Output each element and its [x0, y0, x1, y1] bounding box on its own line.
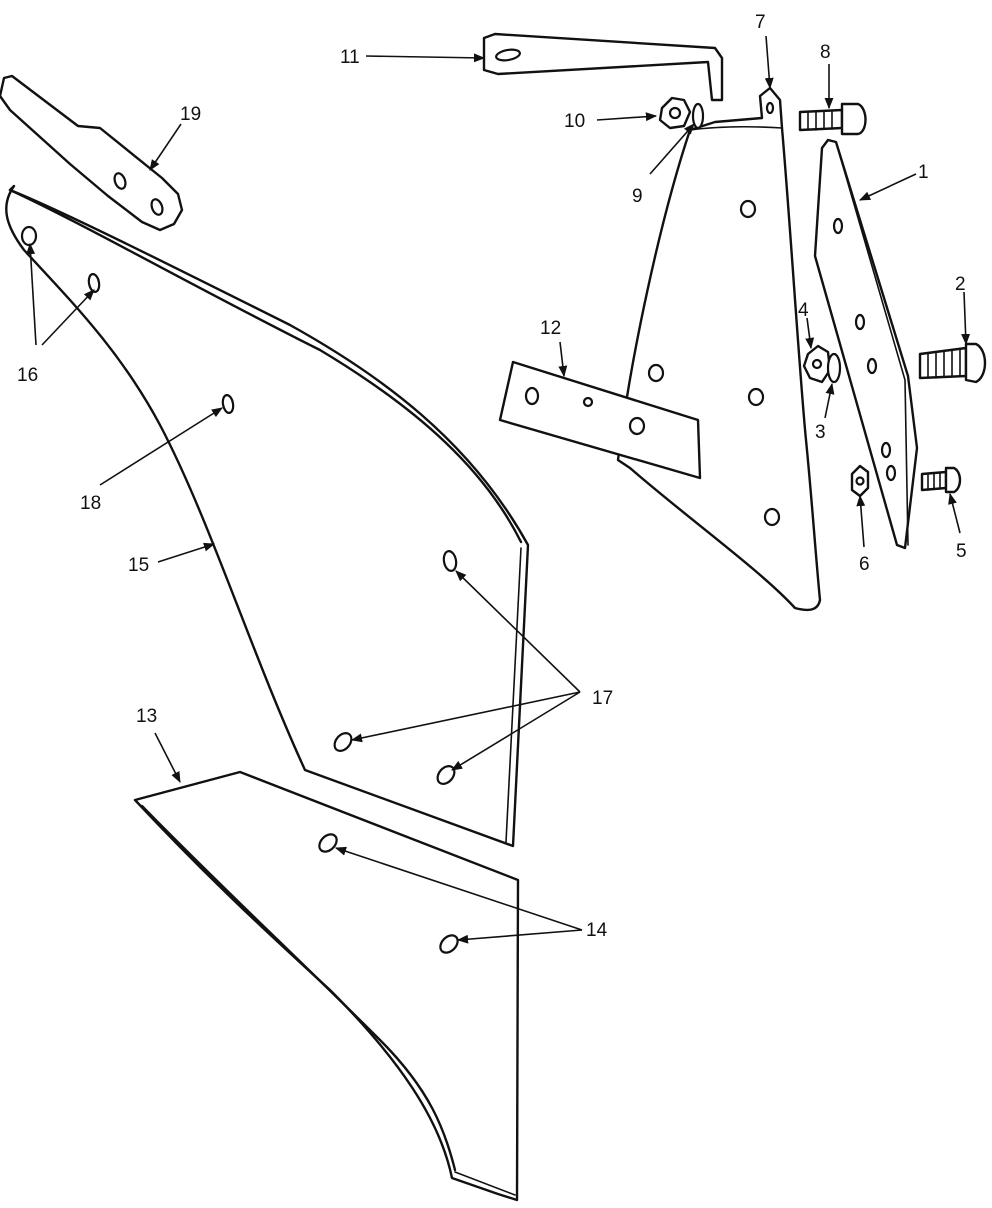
part-10-nut	[658, 96, 692, 130]
part-3-washer	[826, 352, 842, 384]
callout-5: 5	[956, 541, 967, 562]
callout-15: 15	[128, 555, 149, 576]
callout-17: 17	[592, 688, 613, 709]
part-5-bolt	[920, 466, 962, 494]
callout-1: 1	[918, 162, 929, 183]
part-19-link-strap	[0, 74, 184, 232]
part-9-washer	[691, 102, 705, 130]
part-1-shin	[813, 138, 919, 550]
callout-12: 12	[540, 318, 561, 339]
callout-6: 6	[859, 554, 870, 575]
callout-labels: 1 2 3 4 5 6 7 8 9 10 11 12 13 14 15 16 1…	[17, 12, 967, 941]
callout-14: 14	[586, 920, 608, 941]
part-4-nut	[802, 344, 832, 384]
part-7-frog	[616, 86, 822, 612]
callout-2: 2	[955, 274, 966, 295]
part-6-nut	[850, 464, 870, 498]
callout-13: 13	[136, 706, 157, 727]
part-2-bolt	[918, 342, 987, 384]
part-8-bolt	[798, 102, 867, 136]
part-11-brace	[482, 32, 724, 102]
callout-3: 3	[815, 422, 826, 443]
callout-8: 8	[820, 42, 831, 63]
callout-19: 19	[180, 104, 201, 125]
callout-4: 4	[798, 300, 809, 321]
callout-11: 11	[340, 47, 360, 68]
part-15-moldboard	[5, 184, 530, 848]
leader-lines	[26, 35, 971, 944]
callout-16: 16	[17, 365, 38, 386]
part-12-landside	[498, 360, 702, 480]
callout-18: 18	[80, 493, 101, 514]
callout-7: 7	[755, 12, 766, 33]
part-13-share	[133, 770, 520, 1202]
callout-10: 10	[564, 111, 585, 132]
callout-9: 9	[632, 186, 643, 207]
